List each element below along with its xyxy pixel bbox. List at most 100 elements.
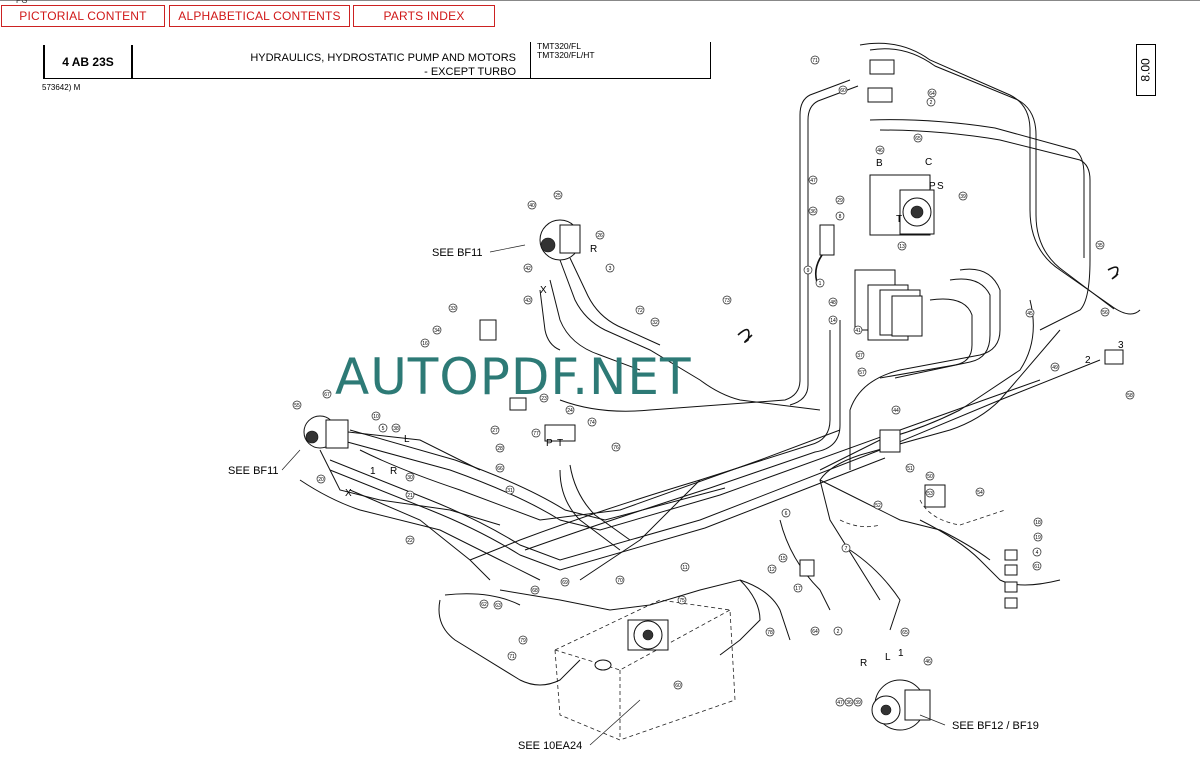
ref-number: 54: [977, 490, 983, 496]
see-bf11-top-link[interactable]: SEE BF11: [432, 247, 483, 259]
ref-number: 53: [927, 491, 933, 497]
port-label-s: S: [937, 181, 944, 192]
ref-number: 7: [845, 546, 848, 552]
ref-number: 2: [930, 100, 933, 106]
ref-number: 43: [525, 298, 531, 304]
ref-number: 27: [492, 428, 498, 434]
port-label-t-valve: T: [557, 438, 564, 449]
ref-number: 61: [1034, 564, 1040, 570]
parts-index-button[interactable]: PARTS INDEX: [353, 5, 495, 27]
ref-number: 73: [724, 298, 730, 304]
ref-number: 44: [893, 408, 899, 414]
port-label-2: 2: [1085, 355, 1091, 366]
ref-number: 9: [807, 268, 810, 274]
ref-number: 4: [1036, 550, 1039, 556]
ref-number: 24: [567, 408, 573, 414]
page-subtitle: - EXCEPT TURBO: [424, 66, 516, 78]
port-label-l-bottom: L: [885, 652, 891, 663]
ref-number: 40: [529, 203, 535, 209]
ref-number: 20: [318, 477, 324, 483]
ref-number: 12: [769, 567, 775, 573]
port-label-1-left: 1: [370, 466, 376, 477]
corner-mark: PG: [16, 0, 28, 5]
ref-number: 13: [899, 244, 905, 250]
header-divider: [530, 42, 531, 78]
ref-number: 68: [532, 588, 538, 594]
ref-number: 39: [855, 700, 861, 706]
ref-number: 26: [597, 233, 603, 239]
ref-number: 58: [1127, 393, 1133, 399]
ref-number: 3: [609, 266, 612, 272]
top-border: [0, 0, 1200, 5]
page-number-box: 8.00: [1136, 44, 1156, 96]
ref-number: 76: [613, 445, 619, 451]
pictorial-content-button[interactable]: PICTORIAL CONTENT: [1, 5, 165, 27]
ref-number: 65: [915, 136, 921, 142]
see-bf11-left-link[interactable]: SEE BF11: [228, 465, 279, 477]
ref-number: 2: [837, 629, 840, 635]
ref-number: 66: [497, 466, 503, 472]
ref-number: 30: [407, 475, 413, 481]
port-label-t: T: [896, 214, 903, 225]
ref-number: 72: [637, 308, 643, 314]
ref-number: 15: [780, 556, 786, 562]
header-baseline: [43, 78, 711, 79]
ref-number: 21: [407, 493, 413, 499]
serial-number: 573642) M: [42, 83, 81, 92]
ref-number: 56: [1102, 310, 1108, 316]
watermark: AUTOPDF.NET: [335, 348, 692, 406]
ref-number: 63: [495, 603, 501, 609]
ref-number: 36: [846, 700, 852, 706]
see-bf12-bf19-link[interactable]: SEE BF12 / BF19: [952, 720, 1039, 732]
port-label-b: B: [876, 158, 883, 169]
ref-number: 60: [675, 683, 681, 689]
ref-number: 74: [589, 420, 595, 426]
ref-number: 34: [434, 328, 440, 334]
ref-number: 52: [875, 503, 881, 509]
ref-number: 46: [877, 148, 883, 154]
ref-number: 42: [525, 266, 531, 272]
port-label-1-bottom: 1: [898, 648, 904, 659]
ref-number: 60: [840, 88, 846, 94]
ref-number: 64: [812, 629, 818, 635]
ref-number: 62: [481, 602, 487, 608]
ref-number: 31: [507, 488, 513, 494]
ref-number: 14: [830, 318, 836, 324]
port-label-p: P: [929, 181, 936, 192]
model-line-1: TMT320/FL: [537, 41, 581, 51]
ref-number: 65: [902, 630, 908, 636]
ref-number: 23: [541, 396, 547, 402]
ref-number: 16: [422, 341, 428, 347]
ref-number: 6: [785, 511, 788, 517]
ref-number: 71: [509, 654, 515, 660]
ref-number: 17: [795, 586, 801, 592]
alphabetical-contents-button[interactable]: ALPHABETICAL CONTENTS: [169, 5, 350, 27]
section-code: 4 AB 23S: [43, 45, 133, 78]
ref-number: 10: [373, 414, 379, 420]
ref-number: 45: [1027, 311, 1033, 317]
ref-number: 69: [562, 580, 568, 586]
page-title: HYDRAULICS, HYDROSTATIC PUMP AND MOTORS: [250, 52, 516, 64]
ref-number: 55: [294, 403, 300, 409]
ref-number: 75: [679, 598, 685, 604]
ref-number: 8: [839, 214, 842, 220]
ref-number: 71: [812, 58, 818, 64]
ref-number: 39: [960, 194, 966, 200]
model-line-2: TMT320/FL/HT: [537, 50, 595, 60]
port-label-r-bottom: R: [860, 658, 868, 669]
ref-number: 5: [382, 426, 385, 432]
ref-number: 70: [617, 578, 623, 584]
ref-number: 57: [859, 370, 865, 376]
ref-number: 67: [324, 392, 330, 398]
ref-number: 35: [1097, 243, 1103, 249]
port-label-x-left: X: [345, 488, 352, 499]
port-label-3: 3: [1118, 340, 1124, 351]
ref-number: 78: [767, 630, 773, 636]
ref-number: 47: [810, 178, 816, 184]
ref-number: 47: [837, 700, 843, 706]
see-10ea24-link[interactable]: SEE 10EA24: [518, 740, 583, 752]
port-label-r-left: R: [390, 466, 398, 477]
ref-number: 50: [927, 474, 933, 480]
